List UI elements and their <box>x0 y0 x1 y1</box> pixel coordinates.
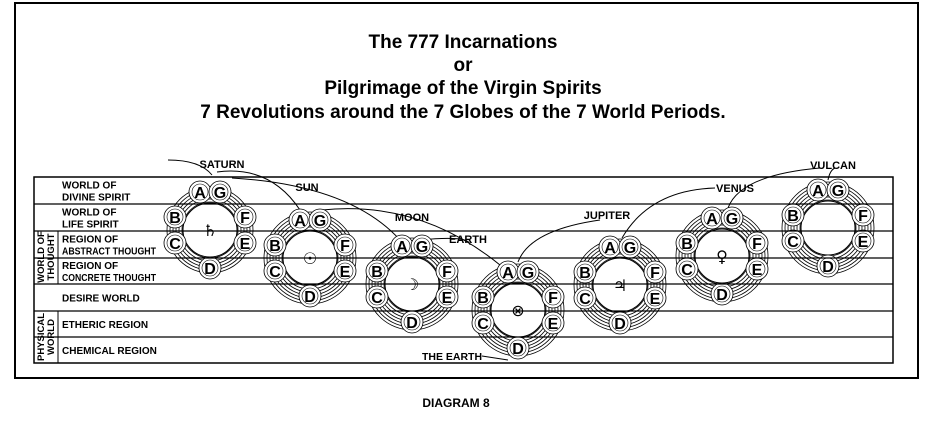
row-label: DIVINE SPIRIT <box>62 193 130 204</box>
outer-frame <box>14 2 919 379</box>
globe-letter-a: A <box>812 183 824 200</box>
globe-letter-d: D <box>614 316 626 333</box>
physical-group-label: WORLD <box>46 319 57 355</box>
globe-letter-e: E <box>340 264 351 281</box>
period-label: MOON <box>395 212 429 224</box>
globe-letter-g: G <box>314 213 326 230</box>
globe-venus: ABC D EFG ♀ <box>675 206 769 306</box>
row-label: WORLD OF <box>62 181 116 192</box>
globe-letter-f: F <box>442 264 452 281</box>
globe-letter-c: C <box>579 291 591 308</box>
globe-letter-b: B <box>477 290 489 307</box>
globe-letter-d: D <box>304 289 316 306</box>
globe-letter-g: G <box>624 240 636 257</box>
period-label: SATURN <box>199 159 244 171</box>
globe-letter-d: D <box>406 315 418 332</box>
globe-letter-c: C <box>477 316 489 333</box>
globe-letter-e: E <box>240 236 251 253</box>
globe-letter-a: A <box>706 211 718 228</box>
period-label: SUN <box>295 182 318 194</box>
globe-letter-g: G <box>522 265 534 282</box>
row-label: CONCRETE THOUGHT <box>62 273 156 284</box>
period-label: EARTH <box>449 234 487 246</box>
globe-letter-f: F <box>548 290 558 307</box>
physical-group-label: PHYSICAL <box>36 313 47 361</box>
row-label: REGION OF <box>62 235 118 246</box>
globe-letter-b: B <box>681 236 693 253</box>
row-label: DESIRE WORLD <box>62 294 140 305</box>
globe-letter-b: B <box>579 265 591 282</box>
globe-letter-e: E <box>548 316 559 333</box>
globe-letter-e: E <box>650 291 661 308</box>
globe-letter-b: B <box>371 264 383 281</box>
globe-letter-f: F <box>752 236 762 253</box>
globe-letter-a: A <box>604 240 616 257</box>
globe-letter-f: F <box>858 208 868 225</box>
title-line-3: Pilgrimage of the Virgin Spirits <box>324 78 601 99</box>
globe-letter-f: F <box>340 238 350 255</box>
globe-letter-g: G <box>416 239 428 256</box>
row-label: CHEMICAL REGION <box>62 346 157 357</box>
row-label: WORLD OF <box>62 208 116 219</box>
globe-letter-c: C <box>371 290 383 307</box>
row-label: LIFE SPIRIT <box>62 220 119 231</box>
globe-letter-a: A <box>502 265 514 282</box>
globe-letter-a: A <box>194 185 206 202</box>
globe-letter-b: B <box>169 210 181 227</box>
globe-vulcan: ABC D EFG <box>781 178 875 278</box>
row-label: REGION OF <box>62 261 118 272</box>
globe-letter-b: B <box>269 238 281 255</box>
period-label: VENUS <box>716 183 754 195</box>
thought-group-label: THOUGHT <box>46 233 57 280</box>
row-label: ABSTRACT THOUGHT <box>62 247 156 258</box>
globe-letter-a: A <box>294 213 306 230</box>
globe-letter-g: G <box>726 211 738 228</box>
thought-group-label: WORLD OF <box>36 231 47 283</box>
globe-letter-d: D <box>716 287 728 304</box>
globe-jupiter: ABC D EFG ♃ <box>573 235 667 335</box>
globe-letter-e: E <box>752 262 763 279</box>
globe-letter-a: A <box>396 239 408 256</box>
globe-letter-c: C <box>269 264 281 281</box>
title-line-4: 7 Revolutions around the 7 Globes of the… <box>200 102 725 123</box>
globe-letter-g: G <box>214 185 226 202</box>
diagram-caption: DIAGRAM 8 <box>422 396 490 410</box>
globe-letter-e: E <box>442 290 453 307</box>
globe-letter-f: F <box>650 265 660 282</box>
globe-letter-c: C <box>681 262 693 279</box>
globe-letter-e: E <box>858 234 869 251</box>
planet-symbol-icon: ♃ <box>613 276 627 295</box>
title-line-1: The 777 Incarnations <box>368 32 557 53</box>
globe-letter-g: G <box>832 183 844 200</box>
globe-letter-c: C <box>787 234 799 251</box>
period-label: VULCAN <box>810 160 856 172</box>
globe-letter-d: D <box>204 261 216 278</box>
globe-letter-d: D <box>822 259 834 276</box>
row-label: ETHERIC REGION <box>62 320 148 331</box>
globe-letter-c: C <box>169 236 181 253</box>
the-earth-label: THE EARTH <box>422 351 482 363</box>
globe-letter-f: F <box>240 210 250 227</box>
globe-letter-d: D <box>512 341 524 358</box>
globe-letter-b: B <box>787 208 799 225</box>
planet-symbol-icon: ♀ <box>716 247 728 266</box>
period-label: JUPITER <box>584 210 631 222</box>
title-line-2: or <box>454 55 474 76</box>
